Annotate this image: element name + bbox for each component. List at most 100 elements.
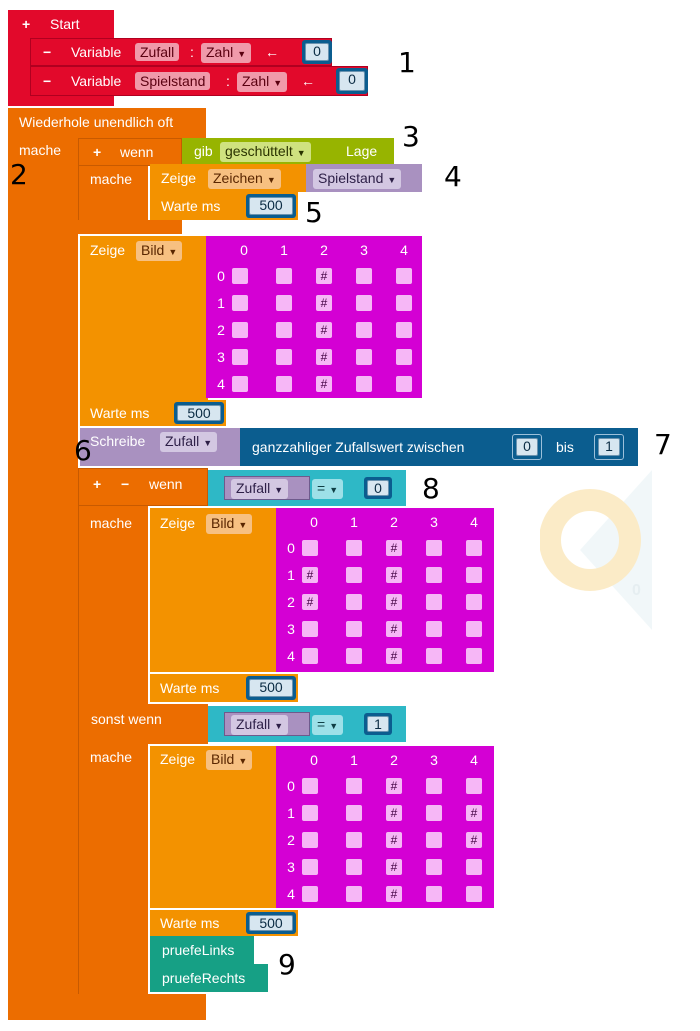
led-cell[interactable] xyxy=(426,778,442,794)
led-cell[interactable] xyxy=(302,540,318,556)
led-cell[interactable] xyxy=(396,295,412,311)
random-max-input[interactable]: 1 xyxy=(594,434,624,460)
variable-get-block[interactable]: Zufall▼ xyxy=(224,712,310,736)
led-cell[interactable] xyxy=(426,567,442,583)
led-cell[interactable] xyxy=(426,540,442,556)
led-cell[interactable] xyxy=(346,778,362,794)
random-min-input[interactable]: 0 xyxy=(512,434,542,460)
led-cell[interactable] xyxy=(356,295,372,311)
led-cell[interactable] xyxy=(466,886,482,902)
led-cell[interactable] xyxy=(302,805,318,821)
led-cell[interactable]: # xyxy=(316,322,332,338)
led-cell[interactable] xyxy=(466,594,482,610)
led-cell[interactable]: # xyxy=(386,886,402,902)
random-int-block[interactable]: ganzzahliger Zufallswert zwischen bis xyxy=(240,428,638,466)
operator-dropdown[interactable]: =▼ xyxy=(312,479,344,499)
led-cell[interactable] xyxy=(302,859,318,875)
image-type-dropdown[interactable]: Bild▼ xyxy=(206,750,253,770)
led-cell[interactable] xyxy=(396,322,412,338)
variable-get-block[interactable]: Zufall▼ xyxy=(224,476,310,500)
set-variable-block[interactable]: Schreibe Zufall▼ xyxy=(80,428,242,466)
remove-icon[interactable]: − xyxy=(43,73,52,89)
variable-name-field[interactable]: Spielstand xyxy=(135,72,211,90)
variable-dropdown[interactable]: Zufall▼ xyxy=(160,432,218,452)
led-cell[interactable] xyxy=(426,859,442,875)
led-cell[interactable]: # xyxy=(386,832,402,848)
led-cell[interactable] xyxy=(426,805,442,821)
led-cell[interactable] xyxy=(466,621,482,637)
display-type-dropdown[interactable]: Zeichen▼ xyxy=(208,169,281,189)
led-cell[interactable]: # xyxy=(302,594,318,610)
led-cell[interactable] xyxy=(346,886,362,902)
led-cell[interactable] xyxy=(276,376,292,392)
led-cell[interactable]: # xyxy=(316,268,332,284)
led-cell[interactable] xyxy=(276,295,292,311)
led-cell[interactable] xyxy=(356,376,372,392)
led-cell[interactable] xyxy=(346,859,362,875)
led-cell[interactable] xyxy=(356,322,372,338)
led-cell[interactable] xyxy=(232,322,248,338)
operator-dropdown[interactable]: =▼ xyxy=(312,715,344,735)
led-cell[interactable] xyxy=(276,322,292,338)
led-cell[interactable] xyxy=(232,376,248,392)
led-cell[interactable] xyxy=(346,832,362,848)
wait-ms-input[interactable]: 500 xyxy=(246,912,296,934)
led-cell[interactable] xyxy=(232,295,248,311)
led-cell[interactable] xyxy=(346,540,362,556)
led-cell[interactable] xyxy=(426,832,442,848)
compare-value-input[interactable]: 0 xyxy=(364,477,392,499)
led-cell[interactable] xyxy=(302,832,318,848)
remove-icon[interactable]: − xyxy=(121,476,130,492)
variable-block-zufall[interactable]: − Variable Zufall : Zahl▼ ← xyxy=(30,38,332,66)
led-cell[interactable] xyxy=(346,805,362,821)
led-cell[interactable]: # xyxy=(386,859,402,875)
led-cell[interactable] xyxy=(346,567,362,583)
led-cell[interactable] xyxy=(356,268,372,284)
show-image-block[interactable]: Zeige Bild▼ xyxy=(150,746,278,908)
led-cell[interactable]: # xyxy=(386,805,402,821)
led-cell[interactable] xyxy=(356,349,372,365)
led-cell[interactable] xyxy=(232,349,248,365)
image-type-dropdown[interactable]: Bild▼ xyxy=(206,514,253,534)
led-cell[interactable]: # xyxy=(316,376,332,392)
led-cell[interactable]: # xyxy=(316,349,332,365)
led-cell[interactable] xyxy=(276,349,292,365)
wait-ms-input[interactable]: 500 xyxy=(246,194,296,218)
if-block-shake[interactable]: + wenn xyxy=(78,138,182,166)
type-dropdown[interactable]: Zahl▼ xyxy=(201,43,252,63)
number-input[interactable]: 0 xyxy=(302,40,332,64)
led-cell[interactable] xyxy=(302,621,318,637)
led-cell[interactable] xyxy=(396,349,412,365)
led-cell[interactable] xyxy=(426,886,442,902)
add-icon[interactable]: + xyxy=(22,16,31,32)
if-else-block[interactable]: + − wenn xyxy=(78,468,208,506)
call-pruefrechts-block[interactable]: pruefeRechts xyxy=(150,964,268,992)
variable-dropdown[interactable]: Zufall▼ xyxy=(231,715,289,735)
led-cell[interactable]: # xyxy=(386,540,402,556)
compare-block[interactable]: Zufall▼ =▼ 0 xyxy=(208,470,406,506)
led-cell[interactable] xyxy=(426,648,442,664)
led-cell[interactable]: # xyxy=(386,594,402,610)
number-input[interactable]: 0 xyxy=(336,68,368,94)
led-cell[interactable] xyxy=(232,268,248,284)
led-cell[interactable]: # xyxy=(386,648,402,664)
led-cell[interactable] xyxy=(302,648,318,664)
wait-ms-input[interactable]: 500 xyxy=(246,676,296,700)
led-cell[interactable] xyxy=(466,540,482,556)
led-cell[interactable]: # xyxy=(386,621,402,637)
show-char-block[interactable]: Zeige Zeichen▼ xyxy=(150,164,306,192)
remove-icon[interactable]: − xyxy=(43,44,52,60)
led-cell[interactable] xyxy=(466,859,482,875)
led-cell[interactable]: # xyxy=(316,295,332,311)
led-cell[interactable] xyxy=(302,778,318,794)
gesture-dropdown[interactable]: geschüttelt▼ xyxy=(220,142,311,162)
add-icon[interactable]: + xyxy=(93,144,102,160)
led-cell[interactable] xyxy=(396,376,412,392)
led-cell[interactable] xyxy=(396,268,412,284)
led-cell[interactable] xyxy=(426,621,442,637)
led-cell[interactable] xyxy=(346,648,362,664)
variable-dropdown[interactable]: Zufall▼ xyxy=(231,479,289,499)
led-cell[interactable] xyxy=(276,268,292,284)
